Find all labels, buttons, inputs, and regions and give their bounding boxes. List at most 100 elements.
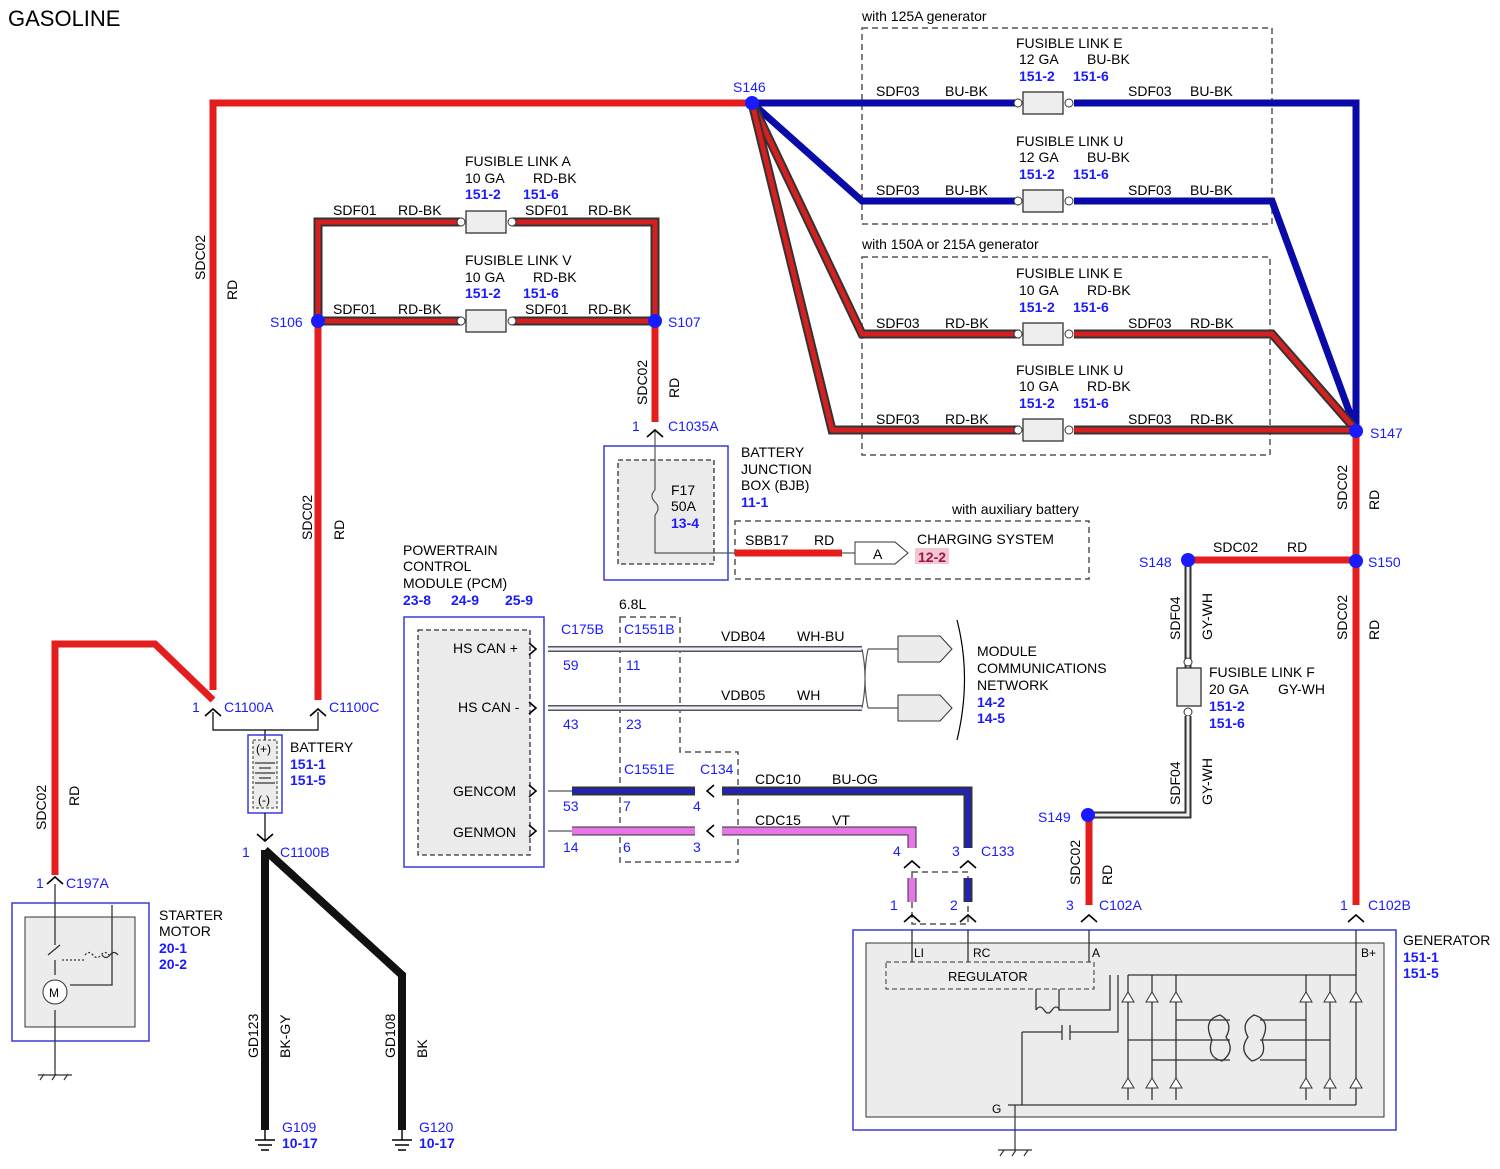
- svg-text:151-2: 151-2: [1019, 395, 1055, 411]
- wire-color-label: RD-BK: [588, 202, 632, 218]
- pin-label: 1: [36, 875, 44, 891]
- pin-label: 6: [623, 839, 631, 855]
- pcm: POWERTRAIN CONTROL MODULE (PCM) 23-8 24-…: [403, 542, 545, 868]
- svg-text:151-6: 151-6: [1073, 166, 1109, 182]
- splice-s149: [1081, 808, 1095, 822]
- svg-text:B+: B+: [1361, 946, 1376, 960]
- svg-text:POWERTRAIN: POWERTRAIN: [403, 542, 498, 558]
- svg-text:BATTERY: BATTERY: [290, 739, 354, 755]
- wire-label: SDF01: [525, 202, 569, 218]
- wire-label: SDF03: [1128, 315, 1172, 331]
- wire-color-label: BK-GY: [277, 1014, 293, 1058]
- wire-label: SDC02: [33, 785, 49, 830]
- wire-color-label: BU-BK: [945, 182, 988, 198]
- wire-color-label: BU-OG: [832, 771, 878, 787]
- option-box-125a: [861, 27, 1273, 225]
- wire-label: SDC02: [192, 235, 208, 280]
- wire-color-label: RD-BK: [945, 411, 989, 427]
- svg-text:M: M: [49, 986, 59, 1000]
- starter-motor: M STARTER MOTOR 20-1 20-2: [11, 884, 223, 1081]
- pin-label: 11: [626, 657, 641, 673]
- wire-gd108: [262, 847, 406, 1130]
- wire-color-label: RD: [814, 532, 834, 548]
- ground-symbol-g120: [392, 1130, 412, 1151]
- wire-label: SDF03: [876, 83, 920, 99]
- fusible-link-u-150a: FUSIBLE LINK U 10 GA RD-BK 151-2 151-6: [1013, 362, 1131, 442]
- pin-label: 1: [192, 699, 200, 715]
- connector-label: C134: [700, 761, 734, 777]
- splice-s106: [311, 314, 325, 328]
- pin-label: 3: [1066, 897, 1074, 913]
- svg-text:BOX (BJB): BOX (BJB): [741, 477, 809, 493]
- svg-text:JUNCTION: JUNCTION: [741, 461, 812, 477]
- svg-text:BU-BK: BU-BK: [1087, 149, 1130, 165]
- battery-junction-box: F17 50A 13-4 BATTERY JUNCTION BOX (BJB) …: [603, 430, 812, 581]
- svg-text:10 GA: 10 GA: [1019, 378, 1059, 394]
- splice-label: S147: [1370, 425, 1403, 441]
- connector-label: C1100C: [329, 699, 379, 715]
- wire-color-label: WH: [797, 687, 820, 703]
- svg-text:FUSIBLE LINK E: FUSIBLE LINK E: [1016, 265, 1123, 281]
- wire-color-label: RD: [1099, 865, 1115, 885]
- svg-text:20 GA: 20 GA: [1209, 681, 1249, 697]
- svg-text:CONTROL: CONTROL: [403, 558, 472, 574]
- svg-text:151-2: 151-2: [465, 186, 501, 202]
- wire-color-label: BU-BK: [945, 83, 988, 99]
- diagram-title: GASOLINE: [8, 6, 120, 31]
- svg-text:13-4: 13-4: [671, 515, 699, 531]
- svg-text:20-1: 20-1: [159, 940, 187, 956]
- splice-label: S149: [1038, 809, 1071, 825]
- wire-sdc02-main: [209, 99, 752, 690]
- svg-text:151-2: 151-2: [1019, 299, 1055, 315]
- svg-text:FUSIBLE LINK U: FUSIBLE LINK U: [1016, 133, 1123, 149]
- splice-label: S146: [733, 79, 766, 95]
- connector-label: C1551B: [624, 621, 675, 637]
- wire-label: SDC02: [299, 495, 315, 540]
- wire-label: CDC10: [755, 771, 801, 787]
- svg-text:25-9: 25-9: [505, 592, 533, 608]
- pin-label: 2: [950, 897, 958, 913]
- ground-ref: 10-17: [419, 1135, 455, 1151]
- svg-text:151-5: 151-5: [1403, 965, 1439, 981]
- svg-text:GENCOM: GENCOM: [453, 783, 516, 799]
- fusible-link-e-125a: FUSIBLE LINK E 12 GA BU-BK 151-2 151-6: [1013, 35, 1130, 115]
- splice-s148: [1181, 553, 1195, 567]
- svg-text:151-6: 151-6: [523, 285, 559, 301]
- wire-label: VDB05: [721, 687, 766, 703]
- svg-text:151-2: 151-2: [1019, 68, 1055, 84]
- pin-label: 53: [563, 798, 579, 814]
- connector-label: C133: [981, 843, 1015, 859]
- wire-label: SDC02: [1334, 595, 1350, 640]
- wire-color-label: RD-BK: [588, 301, 632, 317]
- wire-label: GD108: [382, 1013, 398, 1058]
- svg-text:151-2: 151-2: [1209, 698, 1245, 714]
- pin-label: 1: [1340, 897, 1348, 913]
- svg-text:151-5: 151-5: [290, 772, 326, 788]
- wire-label: SDF04: [1167, 596, 1183, 640]
- option-box-c133: [911, 871, 969, 925]
- wire-color-label: BU-BK: [1190, 182, 1233, 198]
- module-communications-network: MODULE COMMUNICATIONS NETWORK 14-2 14-5: [977, 643, 1107, 726]
- mcn-connector-2: [897, 694, 953, 722]
- pin-label: 7: [623, 798, 631, 814]
- splice-label: S106: [270, 314, 303, 330]
- wire-label: GD123: [245, 1013, 261, 1058]
- wire-label: CDC15: [755, 812, 801, 828]
- splice-s150: [1349, 554, 1363, 568]
- wire-label: SDF01: [333, 301, 377, 317]
- svg-text:FUSIBLE LINK A: FUSIBLE LINK A: [465, 153, 571, 169]
- svg-text:10 GA: 10 GA: [465, 170, 505, 186]
- svg-text:A: A: [1092, 946, 1100, 960]
- svg-text:(-): (-): [258, 793, 270, 807]
- svg-text:14-5: 14-5: [977, 710, 1005, 726]
- ground-label: G109: [282, 1119, 316, 1135]
- pin-label: 1: [632, 418, 640, 434]
- svg-text:RD-BK: RD-BK: [1087, 378, 1131, 394]
- wire-sdf03-e125-right: [1074, 99, 1360, 430]
- splice-s147: [1349, 424, 1363, 438]
- ground-label: G120: [419, 1119, 453, 1135]
- connector-label: C1100A: [224, 699, 274, 715]
- svg-text:RD-BK: RD-BK: [533, 269, 577, 285]
- svg-text:RD-BK: RD-BK: [533, 170, 577, 186]
